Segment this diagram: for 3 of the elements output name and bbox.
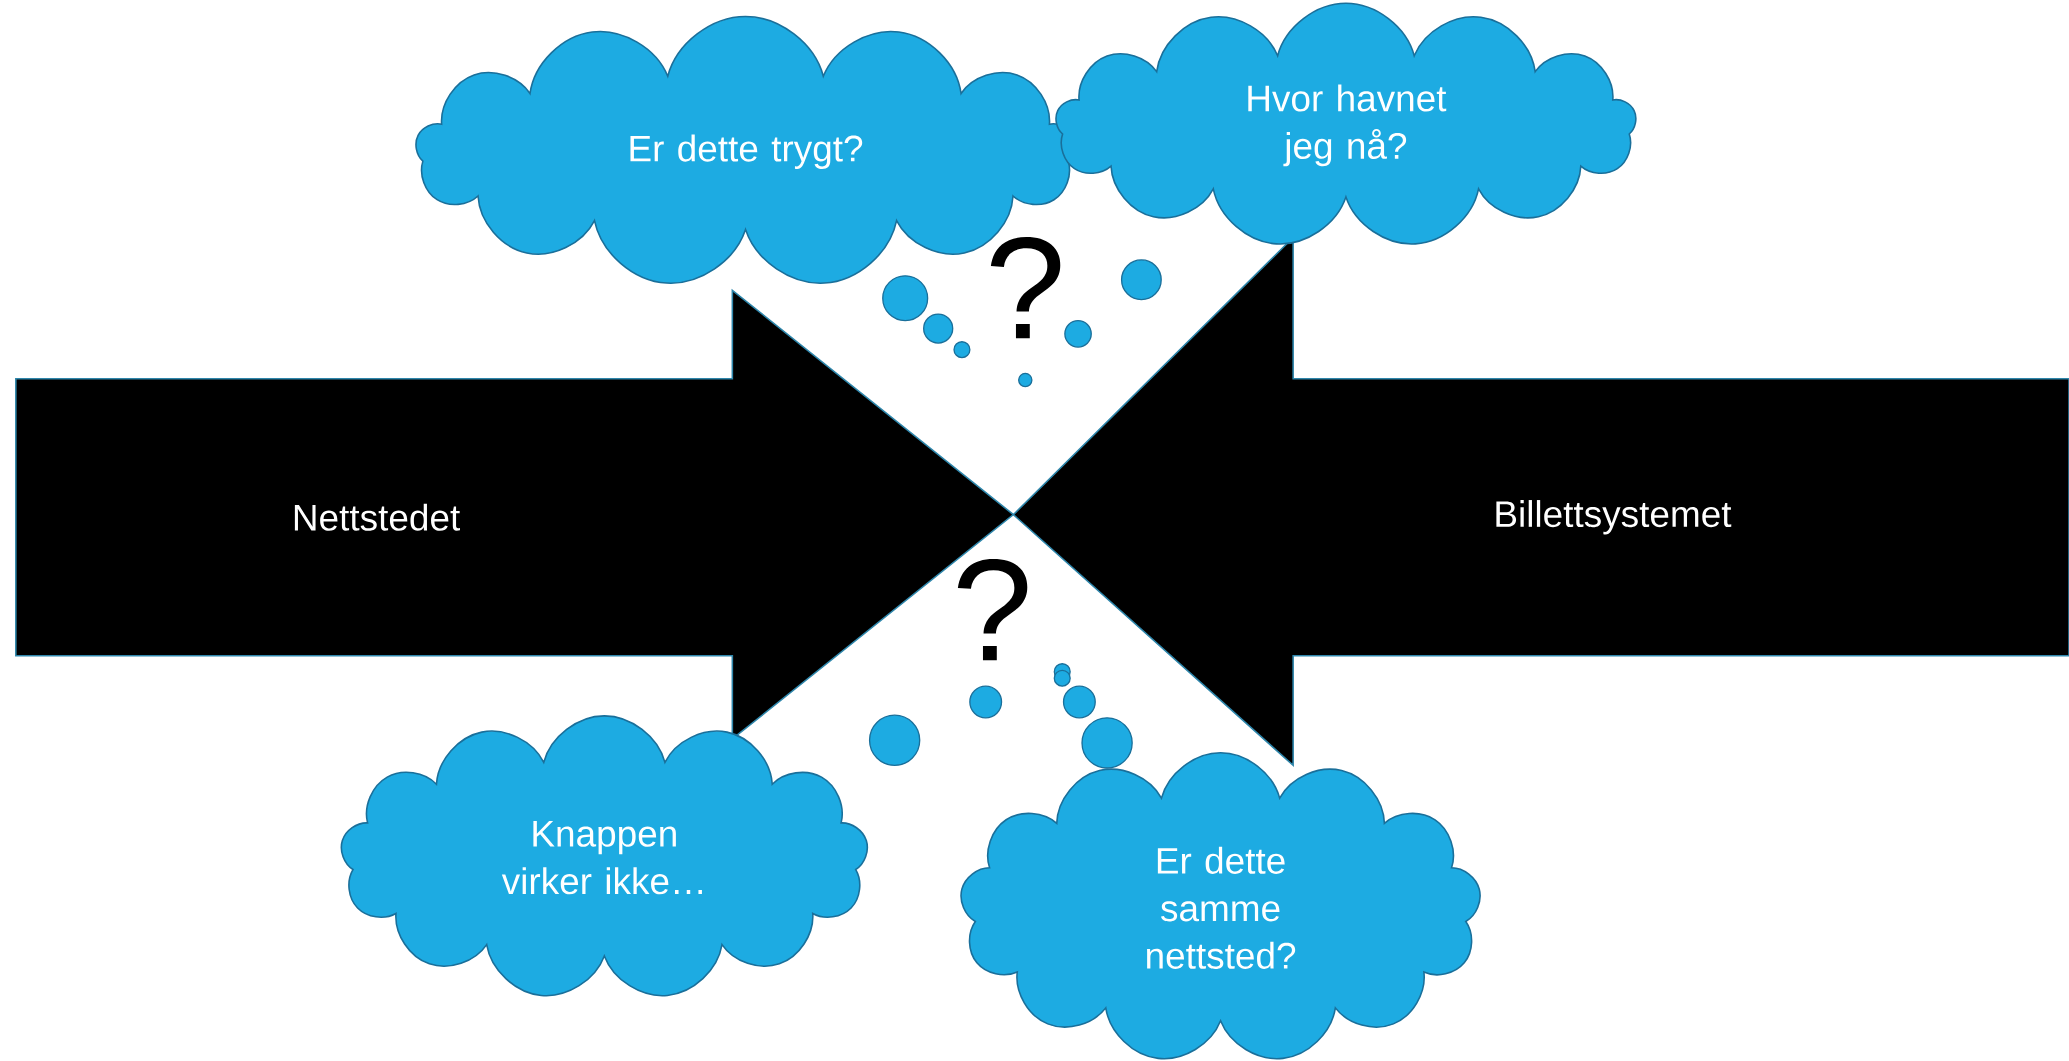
thought-cloud: Er dette samme nettsted? (960, 752, 1481, 1060)
thought-cloud: Hvor havnet jeg nå? (1055, 2, 1637, 245)
thought-cloud: Knappen virker ikke… (340, 715, 869, 997)
